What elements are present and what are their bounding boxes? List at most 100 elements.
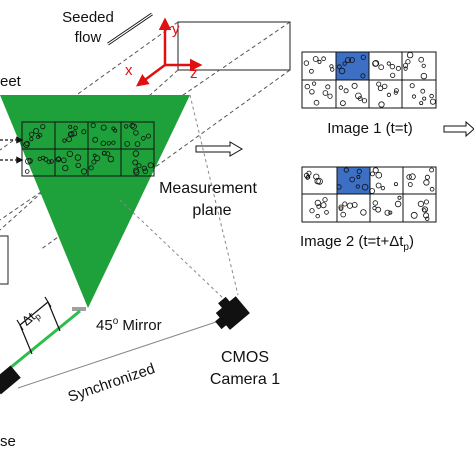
volume-edge-bottom-right <box>39 69 291 251</box>
x-axis-arrow <box>135 63 166 87</box>
particle <box>343 88 349 94</box>
particle <box>356 174 361 179</box>
y-axis-label: y <box>172 21 180 38</box>
particle <box>305 175 310 180</box>
interrogation-arrows <box>0 136 24 164</box>
particle <box>386 61 391 66</box>
measurement-plane-label-line2: plane <box>192 202 231 219</box>
particle <box>393 88 399 93</box>
particle <box>349 57 355 63</box>
particle <box>25 158 32 165</box>
laser-beam <box>9 309 81 370</box>
particle <box>324 210 329 215</box>
measurement-grid-particles <box>23 122 154 176</box>
particle <box>68 124 73 129</box>
particle <box>129 122 135 129</box>
particle <box>322 90 329 96</box>
particle <box>147 162 154 169</box>
particle <box>343 167 349 173</box>
particle <box>327 93 333 99</box>
particle <box>355 184 360 189</box>
particle <box>420 72 428 80</box>
image2-highlight-cell <box>337 167 370 194</box>
particle <box>351 82 358 89</box>
laser-sheet <box>0 95 190 308</box>
seeded-flow-label-line2: flow <box>75 29 102 46</box>
coordinate-axes <box>135 17 203 87</box>
particle <box>315 213 320 219</box>
laser-sheet-label-fragment: eet <box>0 73 22 90</box>
particle <box>409 173 416 181</box>
particle <box>376 81 382 87</box>
particle <box>92 153 97 158</box>
particle <box>322 197 328 203</box>
particle <box>410 211 418 219</box>
particle <box>336 184 342 190</box>
particle <box>46 159 52 165</box>
particle <box>394 200 402 208</box>
image1-particles <box>303 51 436 108</box>
particle <box>339 100 346 107</box>
particle <box>303 60 310 66</box>
particle <box>101 150 107 156</box>
particle <box>111 140 116 145</box>
particle <box>346 202 353 209</box>
particle <box>107 155 115 163</box>
particle <box>304 83 310 90</box>
particle <box>62 165 69 172</box>
pulse-separation-label: Δtp <box>19 306 43 330</box>
particle <box>406 174 412 180</box>
particle <box>406 51 414 59</box>
measurement-plane-label: Measurement <box>159 180 257 197</box>
particle <box>141 165 147 171</box>
particle <box>145 133 151 139</box>
particle <box>372 167 379 174</box>
sync-line <box>17 319 223 389</box>
particle <box>429 186 435 192</box>
image2-caption-end: ) <box>409 233 414 250</box>
particle <box>320 202 327 209</box>
to-next-arrow <box>443 120 474 138</box>
particle <box>66 136 72 143</box>
particle <box>377 85 384 91</box>
particle <box>338 85 344 90</box>
particle <box>402 63 409 69</box>
particle <box>338 206 344 212</box>
particle <box>316 178 323 185</box>
particle <box>417 200 424 207</box>
particle <box>423 179 430 186</box>
particle <box>338 204 344 210</box>
particle <box>389 63 396 70</box>
particle <box>133 130 139 136</box>
particle <box>388 210 393 215</box>
particle <box>340 211 347 218</box>
particle <box>372 200 378 206</box>
particle <box>309 89 315 95</box>
particle <box>351 201 358 208</box>
mirror-label-main: 45 <box>96 317 113 334</box>
particle <box>384 209 391 216</box>
volume-front-face <box>177 21 291 71</box>
particle <box>357 96 363 101</box>
particle <box>422 96 427 101</box>
particle <box>361 98 368 104</box>
pulse-separation-bracket <box>16 296 61 355</box>
particle <box>23 141 30 148</box>
particle <box>74 154 82 161</box>
pulse-separation-sub: p <box>33 311 43 322</box>
particle <box>133 167 139 174</box>
particle <box>429 167 435 173</box>
particle <box>94 155 101 162</box>
particle <box>375 171 383 179</box>
mirror-label-rest: Mirror <box>118 317 161 334</box>
particle <box>344 57 351 64</box>
particle <box>105 151 111 157</box>
particle <box>67 131 73 137</box>
particle <box>49 159 54 164</box>
particle <box>40 124 46 130</box>
x-axis-label: x <box>125 62 133 79</box>
particle <box>134 141 141 147</box>
mirror <box>72 307 86 311</box>
particle <box>133 169 140 176</box>
